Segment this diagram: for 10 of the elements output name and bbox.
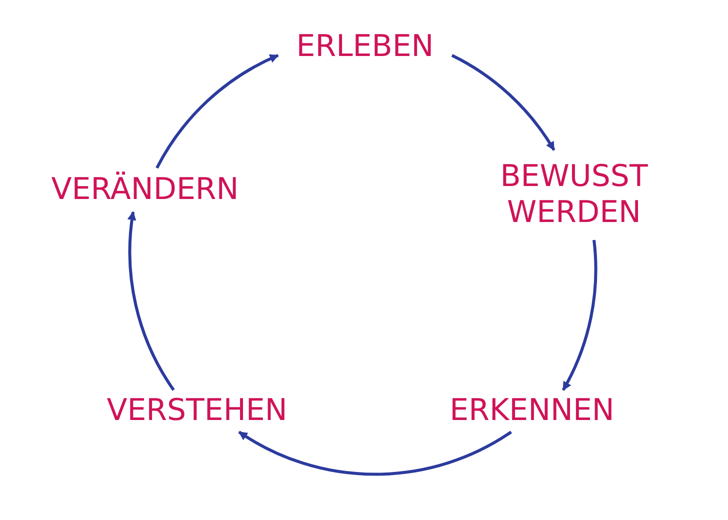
cycle-arrow: [562, 240, 598, 391]
cycle-arrow: [451, 54, 556, 151]
cycle-arrow: [128, 211, 175, 391]
cycle-arrow: [238, 430, 512, 476]
stage-label: ERLEBEN: [296, 29, 434, 65]
stage-label: ERKENNEN: [450, 393, 614, 429]
stage-label: BEWUSST WERDEN: [499, 159, 649, 231]
stage-label: VERÄNDERN: [51, 172, 239, 208]
cycle-arrow: [156, 54, 279, 169]
stage-label: VERSTEHEN: [106, 393, 288, 429]
